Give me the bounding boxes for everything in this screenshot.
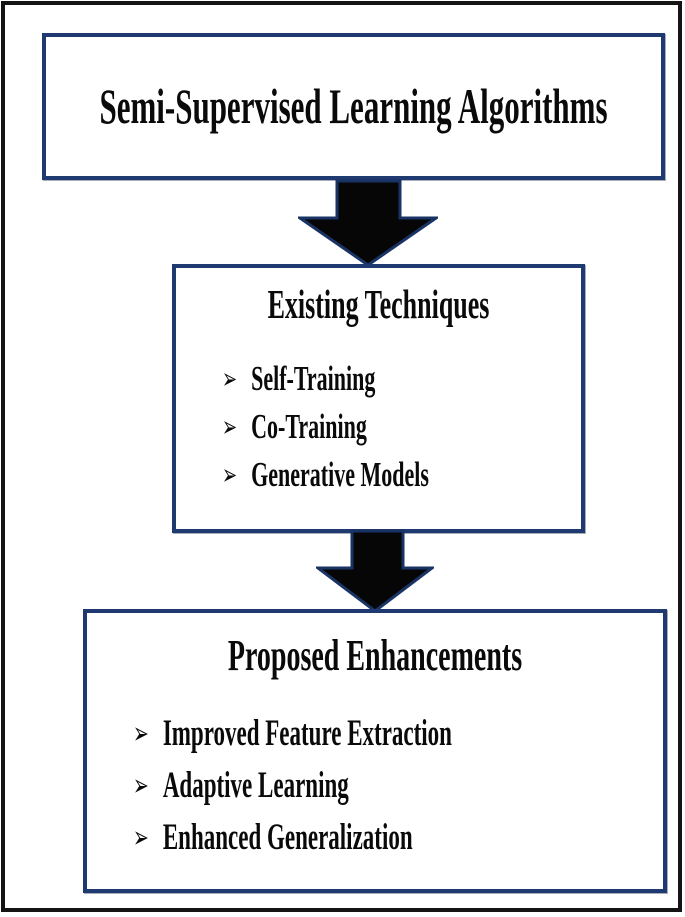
middle-box-list: ➢ Self-Training ➢ Co-Training ➢ Generative …	[176, 355, 581, 499]
list-item: ➢ Self-Training	[222, 355, 581, 403]
list-item-label: Self-Training	[251, 358, 376, 399]
bottom-box-list: ➢ Improved Feature Extraction ➢ Adaptive L…	[87, 708, 663, 864]
top-box-title-text: Semi-Supervised Learning Algorithms	[99, 77, 608, 134]
arrowhead-bullet-icon: ➢	[133, 820, 149, 856]
list-item-label: Co-Training	[251, 406, 367, 447]
arrowhead-bullet-icon: ➢	[133, 716, 149, 752]
down-arrow-icon	[298, 179, 438, 267]
bottom-box-title-text: Proposed Enhancements	[227, 631, 523, 681]
list-item: ➢ Co-Training	[222, 403, 581, 451]
arrowhead-bullet-icon: ➢	[222, 459, 238, 493]
bottom-box-title: Proposed Enhancements	[87, 613, 663, 681]
list-item: ➢ Generative Models	[222, 451, 581, 499]
arrowhead-bullet-icon: ➢	[222, 363, 238, 397]
list-item: ➢ Enhanced Generalization	[133, 812, 663, 864]
bottom-box: Proposed Enhancements ➢ Improved Feature …	[83, 609, 667, 893]
list-item-label: Adaptive Learning	[162, 765, 349, 806]
list-item-label: Improved Feature Extraction	[162, 713, 452, 754]
middle-box-title: Existing Techniques	[176, 268, 581, 328]
top-box-title: Semi-Supervised Learning Algorithms	[46, 78, 661, 134]
list-item: ➢ Improved Feature Extraction	[133, 708, 663, 760]
down-arrow-icon	[316, 529, 434, 613]
top-box: Semi-Supervised Learning Algorithms	[42, 33, 665, 180]
list-item: ➢ Adaptive Learning	[133, 760, 663, 812]
list-item-label: Generative Models	[251, 454, 429, 495]
middle-box: Existing Techniques ➢ Self-Training ➢ Co-T…	[172, 264, 585, 533]
list-item-label: Enhanced Generalization	[162, 817, 413, 858]
middle-box-title-text: Existing Techniques	[267, 281, 490, 328]
arrowhead-bullet-icon: ➢	[222, 411, 238, 445]
arrowhead-bullet-icon: ➢	[133, 768, 149, 804]
